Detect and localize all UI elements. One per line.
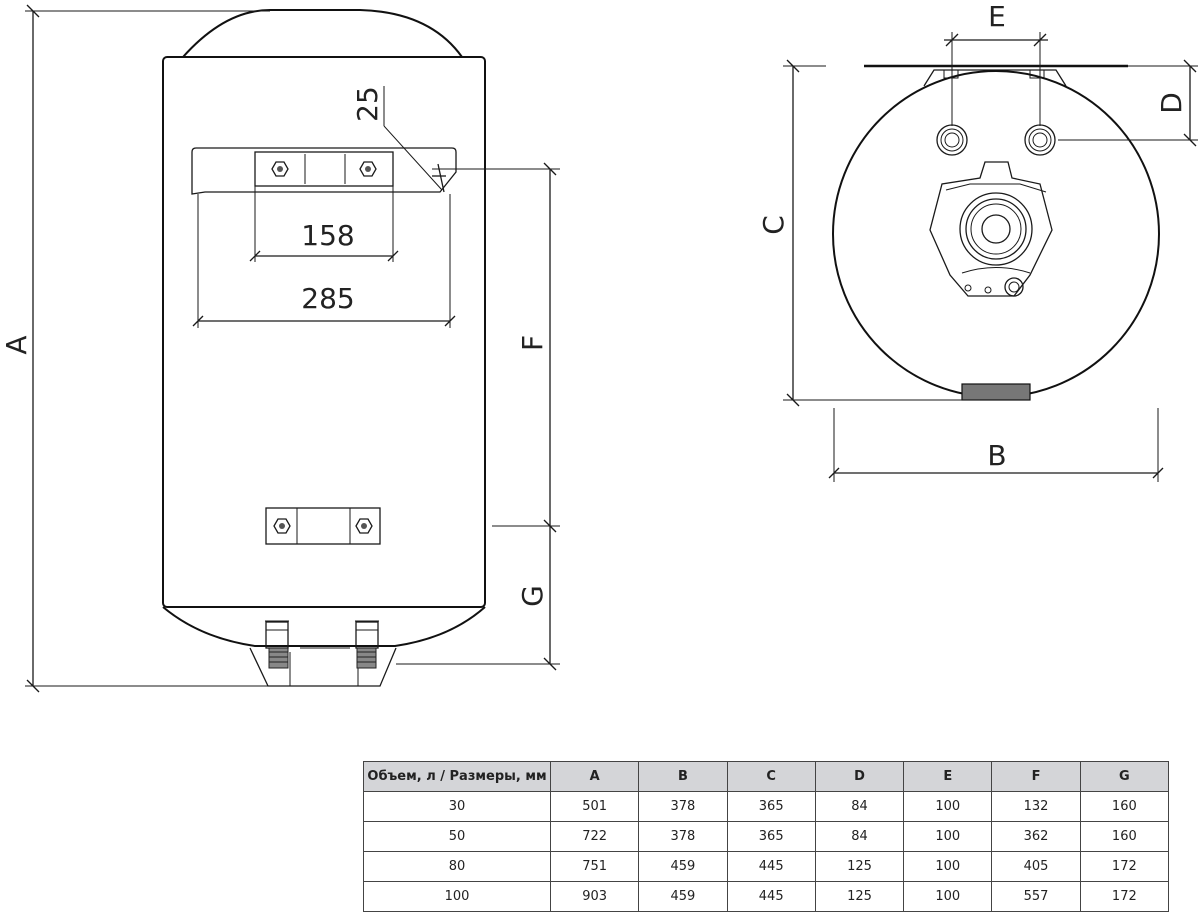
nut-icon	[355, 518, 373, 534]
table-cell: 405	[991, 851, 1081, 882]
dimension-g: G	[396, 526, 560, 671]
table-header-cell: Объем, л / Размеры, мм	[363, 761, 551, 792]
lower-mounting-bracket	[265, 507, 381, 545]
table-cell: 172	[1079, 851, 1170, 882]
dimension-c: C	[757, 59, 980, 407]
table-cell: 80	[363, 851, 551, 882]
dimension-label-a: A	[0, 335, 33, 354]
table-header-cell: D	[814, 761, 905, 792]
table-cell: 100	[903, 791, 993, 822]
table-cell: 445	[726, 881, 816, 912]
table-cell: 378	[638, 791, 728, 822]
bottom-indicator	[961, 383, 1031, 401]
heater-body	[162, 56, 486, 608]
table-cell: 84	[814, 821, 905, 852]
dimension-285: 285	[192, 194, 456, 328]
dimensions-table: Объем, л / Размеры, мм A B C D E F G 30 …	[363, 761, 1170, 912]
table-header-row: Объем, л / Размеры, мм A B C D E F G	[363, 761, 1170, 792]
table-cell: 160	[1079, 821, 1170, 852]
table-header-cell: G	[1079, 761, 1170, 792]
table-cell: 445	[726, 851, 816, 882]
dimension-label-285: 285	[301, 282, 354, 315]
table-cell: 30	[363, 791, 551, 822]
table-header-cell: C	[726, 761, 816, 792]
table-cell: 50	[363, 821, 551, 852]
top-dome	[182, 9, 463, 58]
bottom-dome	[162, 606, 486, 647]
dimension-b: B	[828, 408, 1164, 482]
table-cell: 903	[549, 881, 640, 912]
inlet-fitting	[936, 124, 968, 156]
table-row: 50 722 378 365 84 100 362 160	[363, 821, 1170, 852]
table-row: 80 751 459 445 125 100 405 172	[363, 851, 1170, 882]
front-view: A 158 285 25	[0, 4, 560, 693]
dimension-a: A	[0, 4, 270, 693]
right-pipe-fitting	[355, 620, 379, 669]
dimension-label-g: G	[516, 585, 549, 607]
dimension-25: 25	[351, 86, 446, 193]
left-pipe-fitting	[265, 620, 289, 669]
table-cell: 125	[814, 881, 905, 912]
wall-bracket	[923, 69, 1067, 87]
tank-circle	[832, 70, 1160, 398]
table-cell: 722	[549, 821, 640, 852]
pipe-housing	[249, 647, 397, 687]
table-cell: 459	[638, 881, 728, 912]
side-view: C B E D	[757, 0, 1198, 482]
dimension-f: F	[432, 162, 560, 533]
table-cell: 100	[903, 821, 993, 852]
nut-icon	[359, 161, 377, 177]
dimension-d: D	[1058, 59, 1198, 147]
dimension-label-e: E	[988, 0, 1006, 33]
table-cell: 557	[991, 881, 1081, 912]
table-cell: 365	[726, 821, 816, 852]
table-cell: 125	[814, 851, 905, 882]
dimension-label-b: B	[987, 439, 1006, 472]
table-cell: 459	[638, 851, 728, 882]
table-header-cell: A	[549, 761, 640, 792]
dimension-label-25: 25	[351, 86, 384, 122]
table-cell: 365	[726, 791, 816, 822]
table-cell: 751	[549, 851, 640, 882]
table-cell: 378	[638, 821, 728, 852]
outlet-fitting	[1024, 124, 1056, 156]
dimension-label-158: 158	[301, 219, 354, 252]
table-cell: 172	[1079, 881, 1170, 912]
table-row: 100 903 459 445 125 100 557 172	[363, 881, 1170, 912]
dimension-e: E	[944, 0, 1048, 126]
table-cell: 100	[363, 881, 551, 912]
table-cell: 132	[991, 791, 1081, 822]
dimension-label-c: C	[757, 215, 790, 235]
table-cell: 100	[903, 881, 993, 912]
table-header-cell: F	[991, 761, 1081, 792]
dimension-label-d: D	[1155, 92, 1188, 114]
table-cell: 501	[549, 791, 640, 822]
nut-icon	[271, 161, 289, 177]
table-row: 30 501 378 365 84 100 132 160	[363, 791, 1170, 822]
table-cell: 362	[991, 821, 1081, 852]
table-cell: 160	[1079, 791, 1170, 822]
dimension-label-f: F	[516, 335, 549, 351]
nut-icon	[273, 518, 291, 534]
table-header-cell: E	[903, 761, 993, 792]
table-header-cell: B	[638, 761, 728, 792]
table-cell: 84	[814, 791, 905, 822]
dimension-158: 158	[249, 186, 399, 262]
heating-element-flange	[929, 161, 1053, 297]
upper-mounting-bracket	[191, 147, 457, 195]
table-cell: 100	[903, 851, 993, 882]
